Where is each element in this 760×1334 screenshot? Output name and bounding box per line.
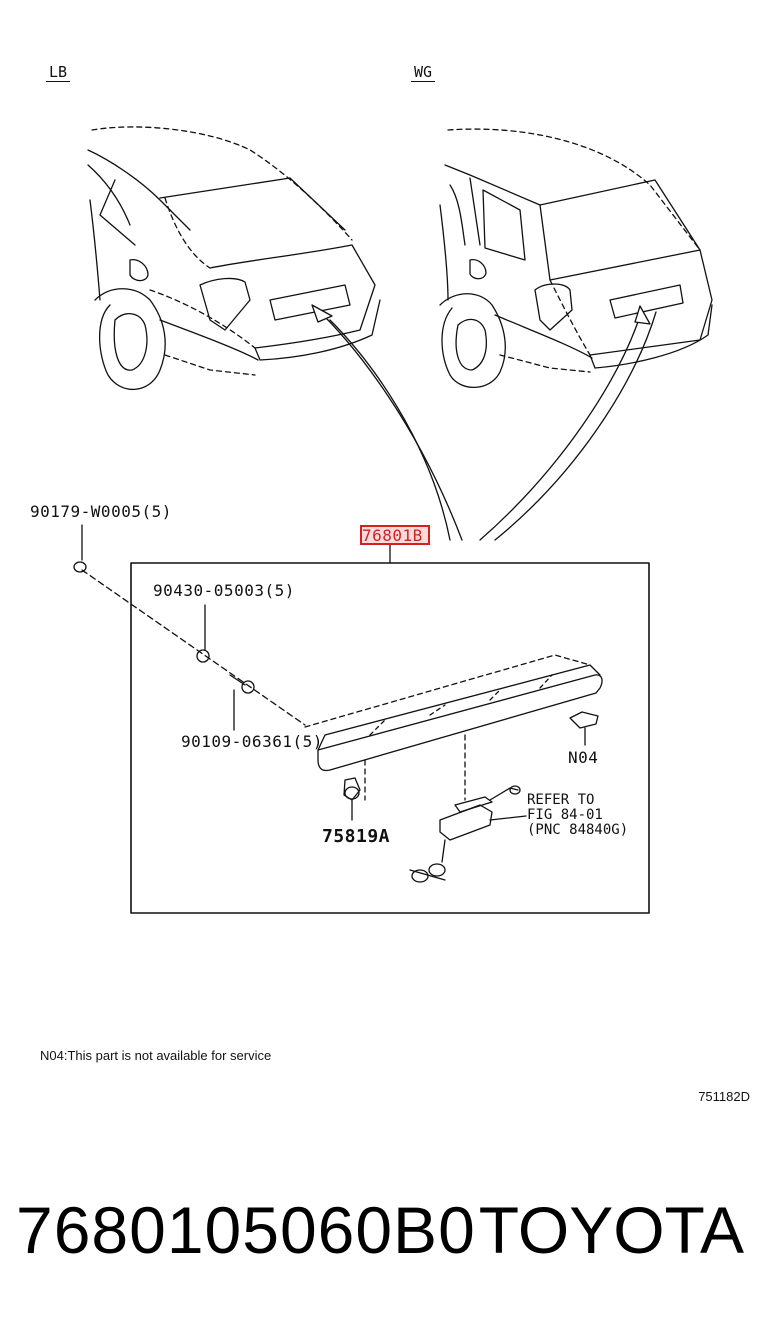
refer-line-3: (PNC 84840G) [527,822,629,838]
variant-label-wg: WG [411,63,436,82]
footer-part-number: 7680105060B0 [16,1193,476,1267]
refer-note[interactable]: REFER TO FIG 84-01 (PNC 84840G) [527,793,628,838]
main-part-highlight [360,525,430,545]
variant-label-lb: LB [46,63,71,82]
footer-brand: TOYOTA [478,1193,744,1267]
refer-line-2: FIG 84-01 [527,807,603,823]
diagram-code: 751182D [698,1089,750,1104]
garnish-bar [304,654,603,772]
callout-screw-inner[interactable]: 90109-06361(5) [181,732,323,751]
callout-nut[interactable]: 90430-05003(5) [153,581,295,600]
availability-note: N04:This part is not available for servi… [40,1048,272,1063]
callout-screw-outer[interactable]: 90179-W0005(5) [30,502,172,521]
car-lb-illustration [87,126,381,391]
callout-n04[interactable]: N04 [568,748,599,767]
callout-clip[interactable]: 75819A [322,826,391,847]
callout-main-part[interactable]: 76801B [362,526,423,545]
license-lamp [409,785,527,883]
leader-arrows [311,304,657,541]
car-wg-illustration [439,128,713,388]
refer-line-1: REFER TO [527,792,595,808]
